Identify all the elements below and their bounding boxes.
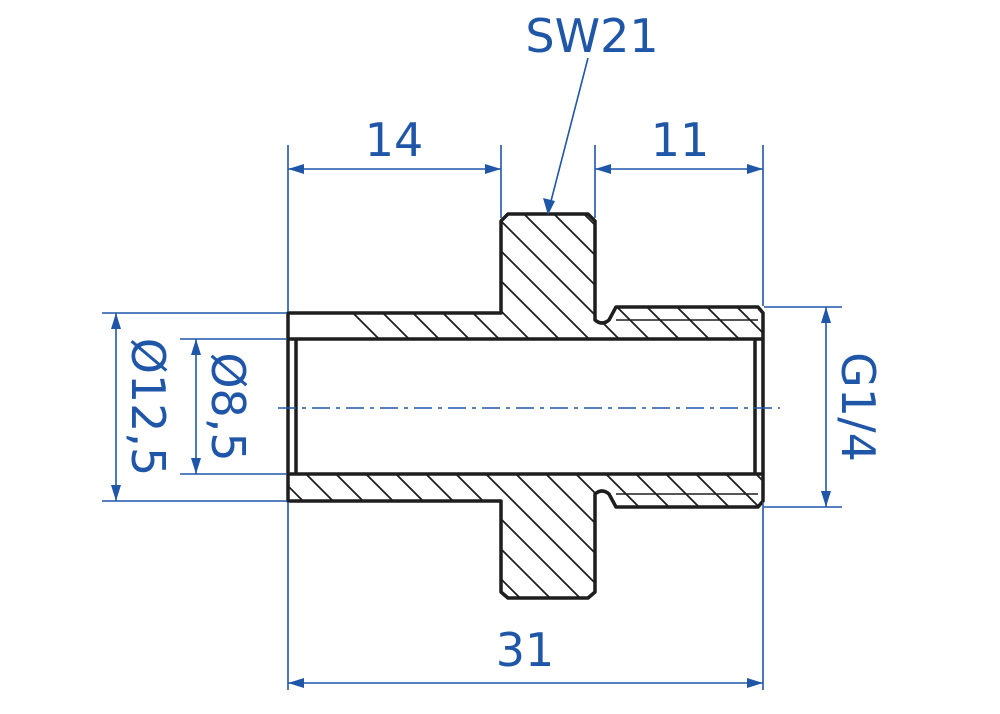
wrench-size-callout: SW21 — [525, 9, 659, 215]
outer-diameter-label: Ø12,5 — [121, 338, 175, 477]
dimension-right-length: 11 — [595, 113, 763, 174]
total-length-label: 31 — [496, 623, 555, 677]
hatch-line — [509, 214, 656, 339]
hatch-line — [780, 200, 925, 345]
hatch-line — [780, 468, 924, 612]
wrench-size-label: SW21 — [525, 9, 658, 63]
left-length-label: 14 — [365, 113, 424, 167]
bore-diameter-label: Ø8,5 — [201, 352, 255, 461]
hatch-line — [810, 468, 954, 612]
hatch-line — [719, 474, 763, 598]
hatch-line — [449, 474, 595, 598]
extension-lines — [102, 145, 842, 690]
thread-label: G1/4 — [831, 352, 885, 462]
hatch-line — [749, 474, 763, 598]
bore — [286, 339, 765, 474]
dimension-thread: G1/4 — [821, 307, 885, 507]
right-length-label: 11 — [651, 113, 710, 167]
upper-section-wall — [286, 200, 955, 345]
hatch-line — [749, 214, 763, 339]
dimension-total-length: 31 — [288, 623, 763, 688]
hatch-line — [810, 200, 955, 345]
lower-section-wall — [286, 468, 954, 612]
dimension-left-length: 14 — [288, 113, 501, 174]
dimension-outer-diameter: Ø12,5 — [111, 313, 175, 501]
dimension-bore-diameter: Ø8,5 — [191, 339, 255, 474]
